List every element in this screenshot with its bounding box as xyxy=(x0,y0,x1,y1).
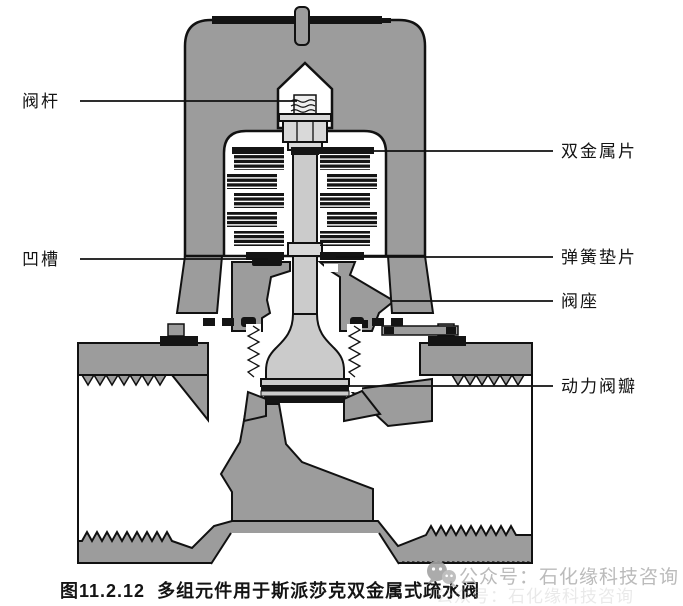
bonnet xyxy=(183,6,427,258)
bimetal-stack xyxy=(227,147,377,246)
bimetal-plates-label: 双金属片 xyxy=(561,142,637,161)
seat-left xyxy=(231,261,291,332)
right-foot xyxy=(381,325,459,336)
disc-assembly xyxy=(242,313,382,423)
valve-stem-label: 阀杆 xyxy=(22,92,60,111)
figure-caption: 图11.2.12 多组元件用于斯派莎克双金属式疏水阀 xyxy=(60,580,480,601)
left-flange-wedge xyxy=(169,374,209,423)
stem-assembly xyxy=(278,94,332,318)
bonnet-leg-right xyxy=(386,255,435,314)
wechat-icon xyxy=(427,561,457,587)
stem-lower xyxy=(292,255,318,318)
watermark-text-ghost: 公众号：石化缘科技咨询 xyxy=(436,587,634,606)
top-pin xyxy=(294,6,310,46)
hex-nut xyxy=(282,120,328,143)
stem-upper xyxy=(292,149,318,248)
seat-assembly xyxy=(167,255,459,337)
spring-washer-bars xyxy=(246,252,364,266)
groove-label: 凹槽 xyxy=(22,250,60,269)
label-valve-stem: 阀杆 xyxy=(22,92,297,111)
label-groove: 凹槽 xyxy=(22,250,268,269)
watermark-text: 公众号：石化缘科技咨询 xyxy=(459,566,679,588)
spring-washer-label: 弹簧垫片 xyxy=(561,248,637,267)
bonnet-leg-left xyxy=(175,255,224,314)
left-flange xyxy=(77,342,209,376)
spring-left xyxy=(246,325,261,378)
body-trunk xyxy=(219,403,374,522)
spring-right xyxy=(347,325,362,378)
valve-seat-label: 阀座 xyxy=(561,292,599,311)
dynamic-disc-label: 动力阀瓣 xyxy=(561,377,637,396)
label-valve-seat: 阀座 xyxy=(391,292,599,311)
right-flange xyxy=(419,342,533,376)
label-bimetal-plates: 双金属片 xyxy=(374,142,637,161)
valve-body xyxy=(77,336,533,565)
annotations: 阀杆 双金属片 凹槽 弹簧垫片 阀座 动力阀瓣 xyxy=(22,92,637,396)
label-spring-washer: 弹簧垫片 xyxy=(336,248,637,267)
watermark: 公众号：石化缘科技咨询 公众号：石化缘科技咨询 xyxy=(427,561,679,606)
disc-bell xyxy=(265,313,345,380)
label-dynamic-disc: 动力阀瓣 xyxy=(340,377,637,396)
